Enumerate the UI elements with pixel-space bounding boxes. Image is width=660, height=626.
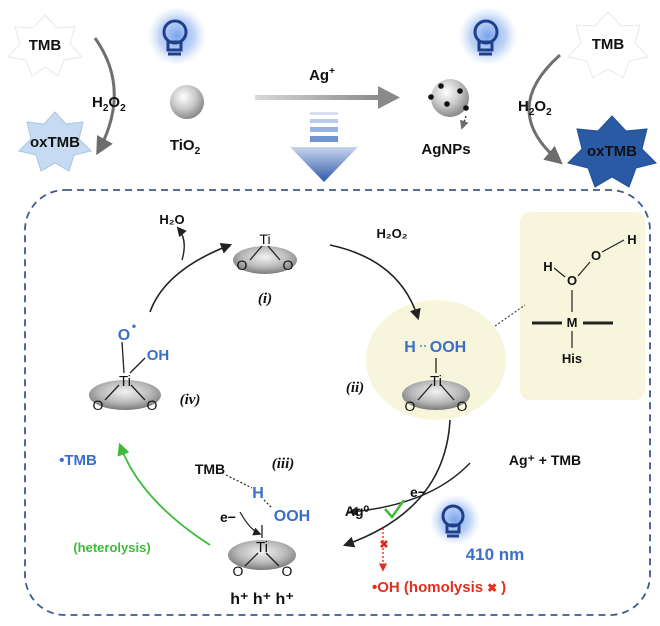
check-icon xyxy=(384,499,406,520)
wavelength-label: 410 nm xyxy=(466,545,525,564)
lightbulb-icon xyxy=(147,6,207,66)
ag-addition-arrow xyxy=(255,86,400,109)
ag0-label: Ag⁰ xyxy=(345,503,370,519)
lightbulb-icon xyxy=(429,494,481,546)
tmb-radical-label: •TMB xyxy=(59,452,97,469)
state-iv-label: (iv) xyxy=(180,392,201,408)
ag-reduction-arrow xyxy=(348,462,471,517)
svg-text:O: O xyxy=(237,257,248,273)
star-badge-oxtmb-right: oxTMB xyxy=(567,115,657,188)
tmb-left-label: TMB xyxy=(29,37,62,54)
tio2-sphere xyxy=(170,85,204,119)
tio2-label: TiO2 xyxy=(170,137,201,157)
state-iv: O • OH Ti O O (iv) xyxy=(89,319,200,413)
heterolysis-label: (heterolysis) xyxy=(73,540,150,555)
agnp-sphere xyxy=(428,79,469,130)
svg-text:O: O xyxy=(93,397,104,413)
ag-tmb-label: Ag⁺ + TMB xyxy=(509,452,581,468)
electron-label: e− xyxy=(410,484,426,500)
svg-text:O: O xyxy=(457,398,468,414)
mechanism-box xyxy=(24,189,651,616)
h2o2-right: H2O2 xyxy=(518,98,552,118)
svg-text:H: H xyxy=(404,339,416,356)
svg-text:e−: e− xyxy=(220,509,236,525)
cross-icon: ✖ xyxy=(379,539,388,551)
svg-text:•: • xyxy=(132,319,136,333)
svg-text:H: H xyxy=(252,485,264,502)
svg-text:OH: OH xyxy=(147,347,170,364)
homolysis-label: •OH (homolysis✖) xyxy=(372,579,506,596)
svg-text:Ti: Ti xyxy=(119,373,131,390)
reaction-arrow-left xyxy=(93,37,116,156)
agnps-label: AgNPs xyxy=(421,141,470,158)
svg-text:O: O xyxy=(567,273,577,288)
svg-text:Ti: Ti xyxy=(256,539,268,556)
svg-text:O: O xyxy=(118,327,130,344)
reaction-arrow-right xyxy=(527,53,563,165)
svg-text:M: M xyxy=(567,315,578,330)
h2o-label: H₂O xyxy=(159,212,184,227)
star-badge-tmb-right: TMB xyxy=(567,11,649,79)
star-badge-tmb-left: TMB xyxy=(7,14,83,77)
svg-text:O: O xyxy=(591,248,601,263)
svg-text:TMB: TMB xyxy=(195,461,225,477)
svg-text:OOH: OOH xyxy=(274,508,310,525)
heterolysis-arrow xyxy=(117,442,211,546)
svg-text:O: O xyxy=(282,563,293,579)
down-arrow xyxy=(290,112,358,182)
h2o-release-arrow xyxy=(176,226,187,261)
svg-text:Ti: Ti xyxy=(430,373,442,390)
oxtmb-left-label: oxTMB xyxy=(30,134,80,151)
lightbulb-icon xyxy=(458,6,518,66)
state-ii: H OOH Ti O O (ii) xyxy=(346,339,470,414)
state-ii-label: (ii) xyxy=(346,380,364,396)
svg-text:Ti: Ti xyxy=(259,231,270,247)
svg-text:OOH: OOH xyxy=(430,339,466,356)
oxtmb-right-label: oxTMB xyxy=(587,143,637,160)
h2o2-left: H2O2 xyxy=(92,94,126,114)
svg-text:H: H xyxy=(627,232,636,247)
cycle-arrow-i-to-ii xyxy=(329,244,421,321)
svg-text:O: O xyxy=(233,563,244,579)
state-iii: TMB (iii) H OOH e− Ti O O h⁺ h⁺ h⁺ xyxy=(195,456,310,608)
state-iii-label: (iii) xyxy=(272,456,295,472)
enzyme-analog: H O H O M His xyxy=(532,232,637,366)
star-badge-oxtmb-left: oxTMB xyxy=(18,111,92,172)
svg-text:O: O xyxy=(405,398,416,414)
svg-text:O: O xyxy=(283,257,294,273)
cycle-arrow-iv-to-i xyxy=(149,242,233,313)
tmb-right-label: TMB xyxy=(592,36,625,53)
h2o2-label: H₂O₂ xyxy=(376,226,407,241)
holes-label: h⁺ h⁺ h⁺ xyxy=(230,591,294,608)
state-i: Ti O O (i) xyxy=(233,231,297,307)
state-i-label: (i) xyxy=(258,291,272,307)
svg-text:His: His xyxy=(562,351,582,366)
svg-text:H: H xyxy=(543,259,552,274)
ag-plus-label: Ag+ xyxy=(309,66,335,84)
enzyme-panel xyxy=(520,212,645,400)
svg-text:O: O xyxy=(147,397,158,413)
